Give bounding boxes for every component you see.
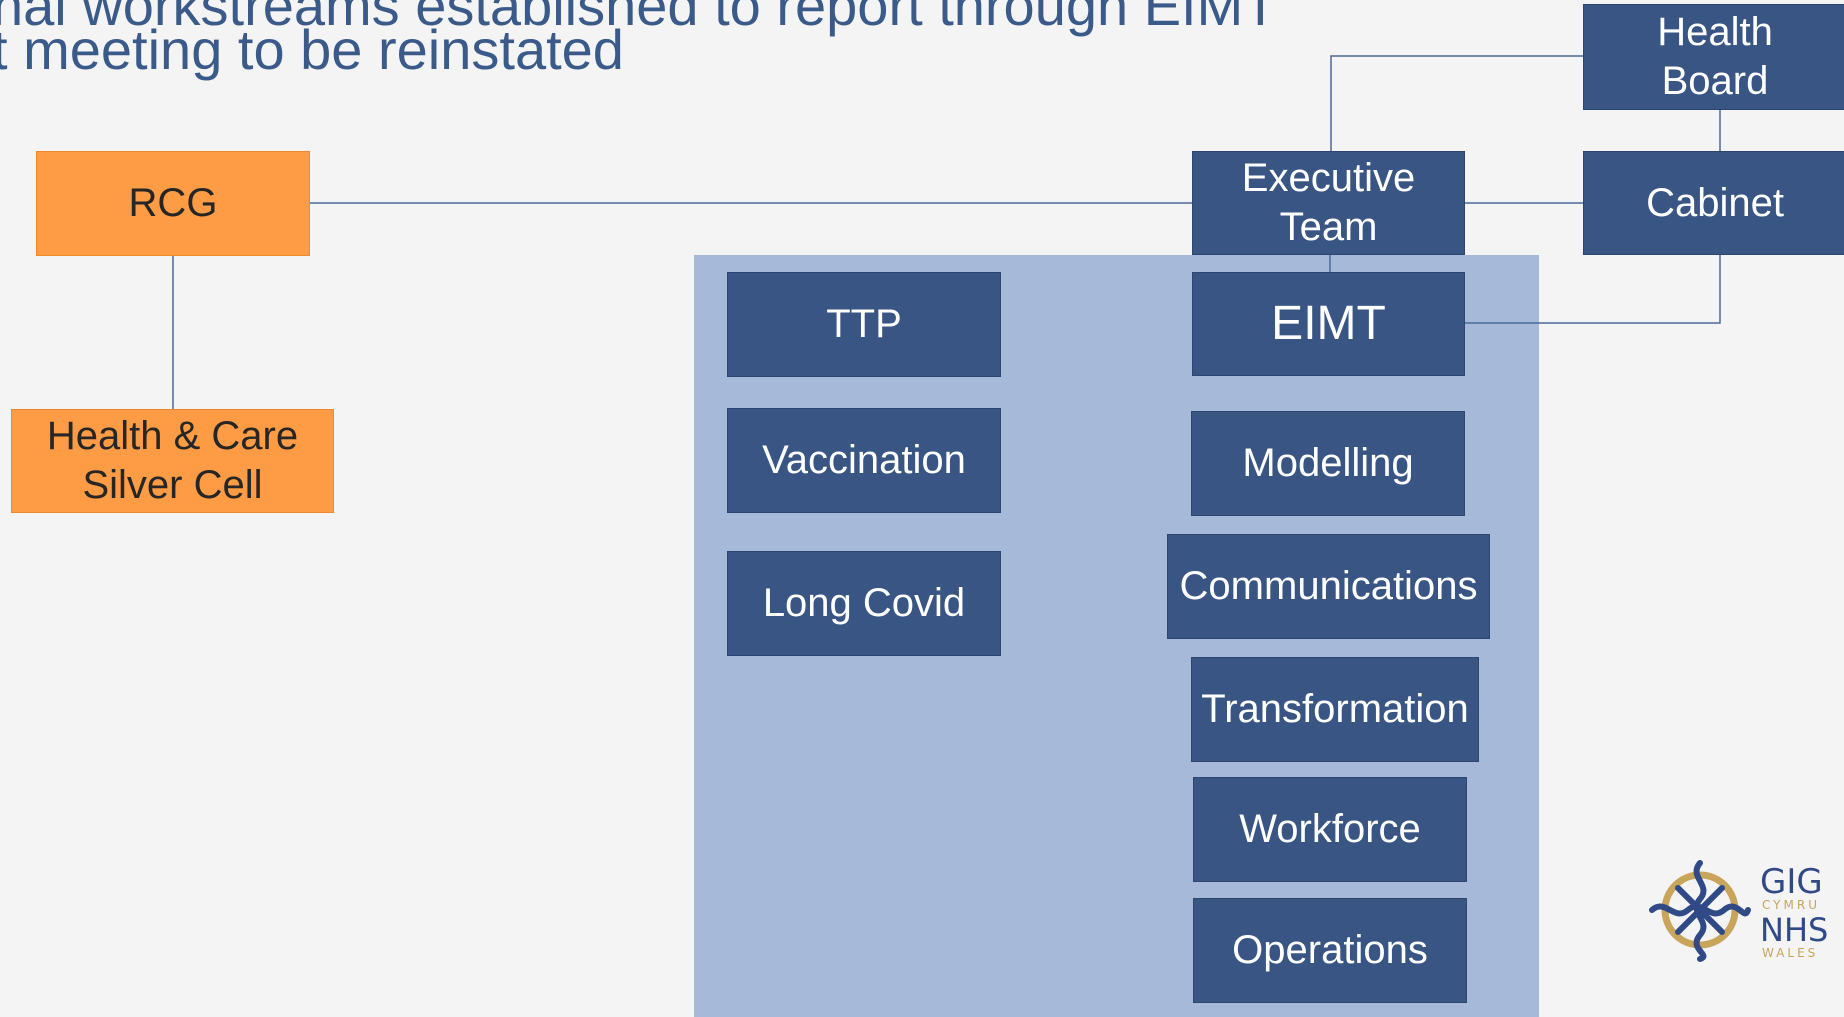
nhs-wales-logo: GIG CYMRU NHS WALES [1648, 855, 1844, 965]
communications-box: Communications [1167, 534, 1490, 639]
logo-cymru-text: CYMRU [1762, 898, 1820, 912]
operations-label: Operations [1232, 928, 1428, 973]
connector-executive-healthboard [1330, 55, 1583, 151]
executive-team-label: Executive Team [1241, 156, 1416, 249]
modelling-box: Modelling [1191, 411, 1465, 516]
silver-cell-box: Health & Care Silver Cell [11, 409, 334, 513]
silver-cell-label: Health & Care Silver Cell [46, 414, 299, 507]
ttp-label: TTP [826, 302, 902, 347]
logo-wales-text: WALES [1762, 946, 1818, 960]
operations-box: Operations [1193, 898, 1467, 1003]
vaccination-label: Vaccination [762, 438, 966, 483]
executive-team-box: Executive Team [1192, 151, 1465, 255]
eimt-box: EIMT [1192, 272, 1465, 376]
vaccination-box: Vaccination [727, 408, 1001, 513]
slide-title-line-2: t meeting to be reinstated [0, 18, 624, 81]
connector-cabinet-eimt [1465, 255, 1721, 324]
cabinet-box: Cabinet [1583, 151, 1844, 255]
slide-title-line-1: nal workstreams established to report th… [0, 0, 1278, 37]
logo-gig-text: GIG [1760, 862, 1823, 902]
rcg-label: RCG [128, 181, 218, 226]
ttp-box: TTP [727, 272, 1001, 377]
workforce-label: Workforce [1239, 807, 1421, 852]
health-board-box: Health Board [1583, 4, 1844, 110]
rcg-box: RCG [36, 151, 310, 256]
logo-nhs-text: NHS [1760, 911, 1828, 949]
transformation-box: Transformation [1191, 657, 1479, 762]
long-covid-label: Long Covid [762, 581, 966, 626]
modelling-label: Modelling [1242, 441, 1414, 486]
health-board-label: Health Board [1657, 10, 1773, 103]
communications-label: Communications [1179, 564, 1478, 609]
workforce-box: Workforce [1193, 777, 1467, 882]
long-covid-box: Long Covid [727, 551, 1001, 656]
eimt-label: EIMT [1271, 296, 1386, 350]
transformation-label: Transformation [1201, 687, 1469, 732]
nhs-wales-knot-icon: GIG CYMRU NHS WALES [1649, 860, 1828, 962]
cabinet-label: Cabinet [1646, 180, 1784, 225]
